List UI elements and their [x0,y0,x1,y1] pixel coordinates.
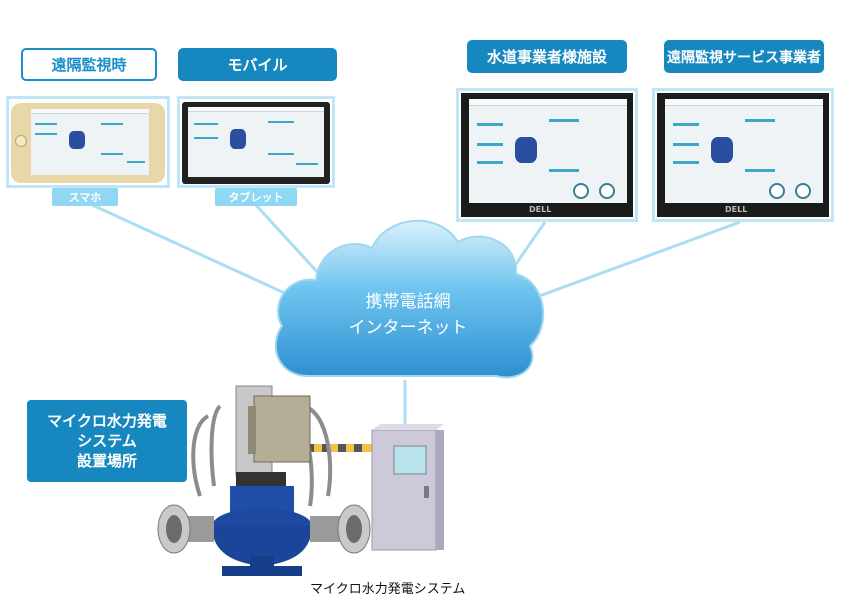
mobile-label: モバイル [178,48,337,81]
remote-monitoring-label: 遠隔監視時 [21,48,157,81]
tablet-tag: タブレット [215,188,297,206]
control-cabinet [300,424,444,551]
smartphone-screen [31,109,149,175]
cloud-line-2: インターネット [348,318,468,338]
service-monitor-screen [665,99,823,203]
site-line-1: マイクロ水力発電 [47,412,167,430]
utility-monitor-frame: DELL [456,88,638,222]
cloud-line-1: 携帯電話網 [365,292,451,312]
system-caption: マイクロ水力発電システム [310,582,466,597]
water-utility-label: 水道事業者様施設 [467,40,627,73]
site-line-3: 設置場所 [76,452,137,470]
smartphone-tag: スマホ [52,188,118,206]
service-provider-label: 遠隔監視サービス事業者 [664,40,824,73]
site-line-2: システム [77,432,137,450]
cloud-icon [274,219,545,379]
line-tablet-cloud [253,202,322,277]
tablet-screen [188,107,324,177]
home-button-icon [15,135,27,147]
utility-monitor-screen [469,99,627,203]
line-service-cloud [514,220,741,307]
smartphone-frame [6,96,170,188]
line-smartphone-cloud [89,202,301,302]
micro-hydro-pump [157,385,371,576]
utility-monitor-brand: DELL [529,205,552,214]
tablet-frame [177,96,335,188]
installation-site-label: マイクロ水力発電 システム 設置場所 [27,400,187,482]
service-monitor-frame: DELL [652,88,834,222]
service-monitor-brand: DELL [725,205,748,214]
